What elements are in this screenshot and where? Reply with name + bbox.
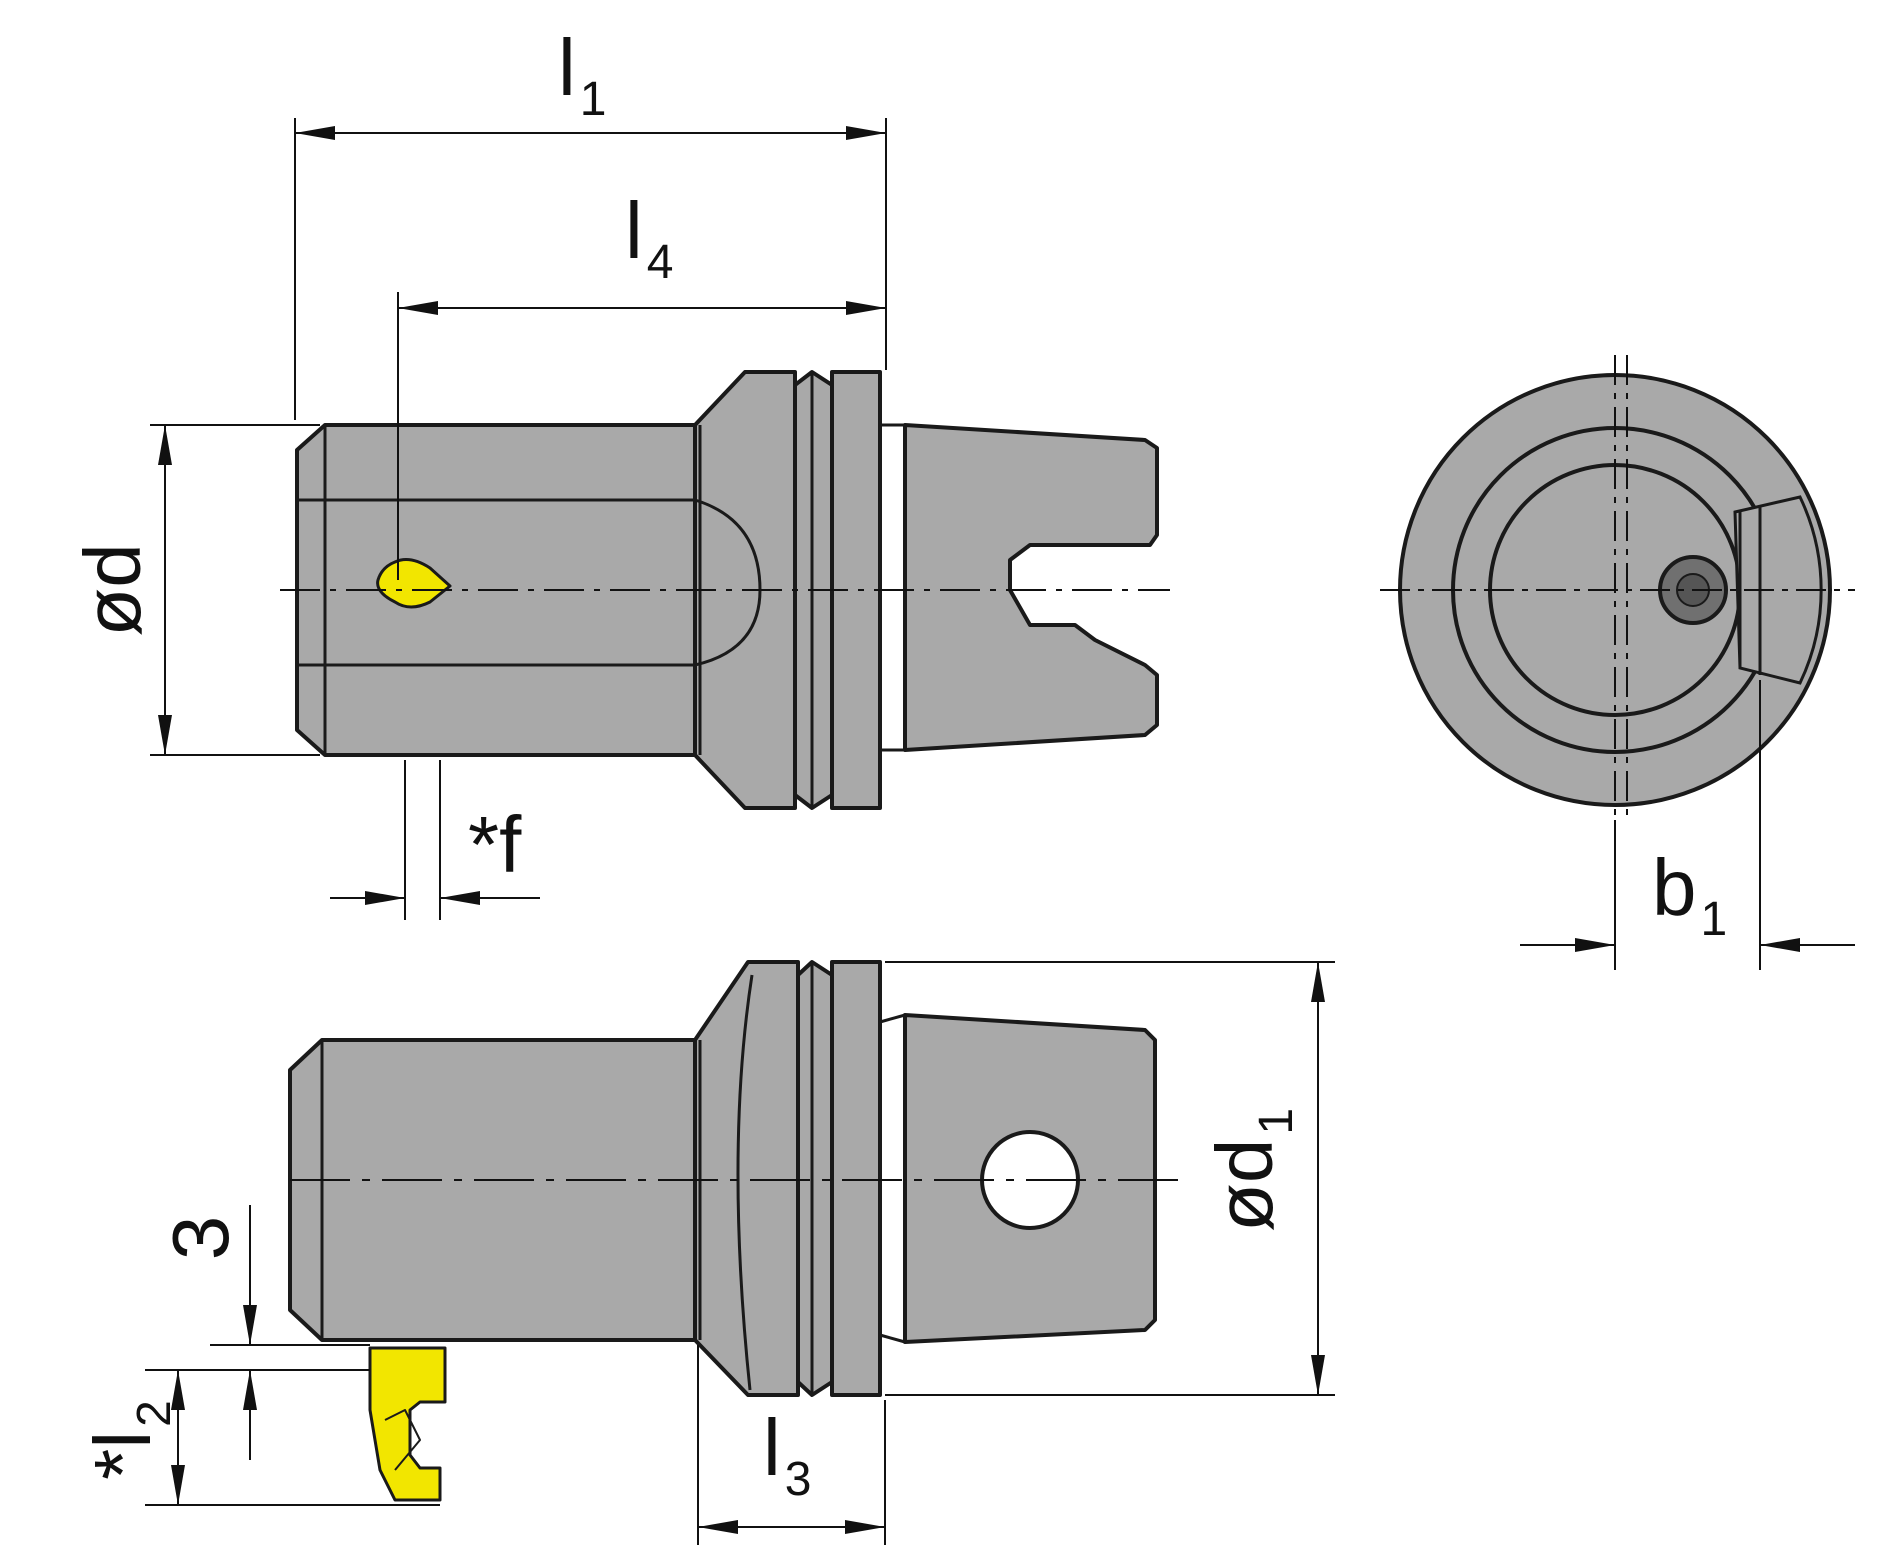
label-d1: ød1: [1200, 1108, 1303, 1232]
label-l3: l3: [763, 1403, 811, 1506]
bottom-side-view: [288, 960, 1157, 1502]
label-l4: l4: [625, 186, 673, 289]
label-d: ød: [68, 543, 157, 636]
insert-tip: [376, 558, 452, 609]
label-three: 3: [156, 1216, 245, 1261]
end-flat: [1733, 495, 1823, 685]
bottom-shoulder: [693, 960, 800, 1397]
label-f: *f: [468, 800, 522, 889]
label-l1: l1: [558, 23, 606, 126]
label-b1: b1: [1652, 843, 1727, 946]
bottom-groove: [796, 960, 834, 1397]
bottom-collar: [830, 960, 882, 1397]
grooving-insert: [368, 1346, 447, 1502]
bottom-shank: [288, 1038, 697, 1342]
label-l2: *l2: [78, 1400, 181, 1480]
top-head: [903, 423, 1159, 752]
dimensions: [145, 118, 1855, 1545]
